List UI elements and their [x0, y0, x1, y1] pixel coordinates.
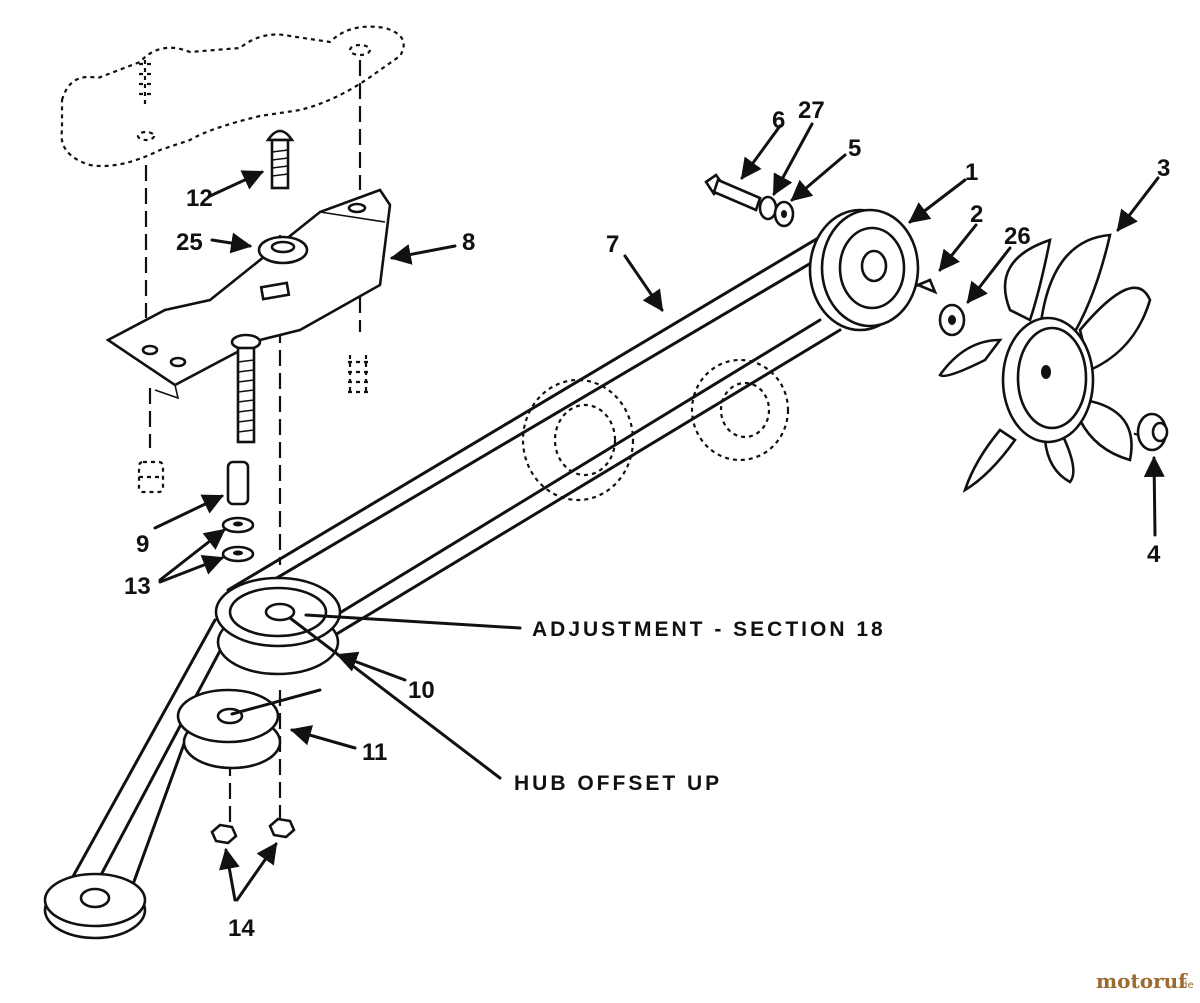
nuts-14 [210, 817, 296, 845]
callout-10: 10 [408, 677, 435, 704]
callout-7: 7 [606, 231, 619, 258]
mounting-bracket [105, 188, 392, 400]
fan-nut [1136, 412, 1169, 452]
callout-9: 9 [136, 531, 149, 558]
callout-labels: 12 25 8 9 13 7 6 27 5 1 2 26 3 4 10 11 1… [124, 97, 1170, 942]
callout-8: 8 [462, 229, 475, 256]
callout-4: 4 [1147, 541, 1161, 568]
callout-26: 26 [1004, 223, 1031, 250]
callout-2: 2 [970, 201, 983, 228]
callout-25: 25 [176, 229, 203, 256]
callout-3: 3 [1157, 155, 1170, 182]
spacer [226, 460, 250, 506]
fan-pulley [808, 208, 920, 332]
fan-bolt [704, 173, 795, 228]
watermark: motoruf .de [1096, 969, 1194, 993]
callout-5: 5 [848, 135, 861, 162]
washers-13 [221, 516, 255, 563]
callout-13: 13 [124, 573, 151, 600]
pivot-bolt [230, 333, 262, 444]
key-and-washer [914, 278, 966, 337]
frame-outline [60, 25, 405, 168]
washer-25 [257, 235, 309, 265]
dashed-hardware [137, 355, 368, 494]
watermark-tld: .de [1178, 980, 1194, 991]
callout-14: 14 [228, 915, 255, 942]
callout-arrows [153, 122, 1165, 902]
hub-offset-note: HUB OFFSET UP [514, 772, 722, 795]
carriage-bolt [265, 129, 295, 190]
idler-pulleys-phantom [521, 358, 790, 502]
callout-11: 11 [362, 739, 387, 766]
lower-pulley [43, 872, 147, 940]
pulley-11 [176, 688, 282, 770]
adjustment-note: ADJUSTMENT - SECTION 18 [532, 618, 886, 641]
cooling-fan [938, 233, 1152, 493]
callout-6: 6 [772, 107, 785, 134]
callout-1: 1 [965, 159, 978, 186]
pulley-10 [214, 576, 342, 676]
watermark-brand: motoruf [1096, 969, 1188, 993]
callout-12: 12 [186, 185, 213, 212]
callout-27: 27 [798, 97, 825, 124]
